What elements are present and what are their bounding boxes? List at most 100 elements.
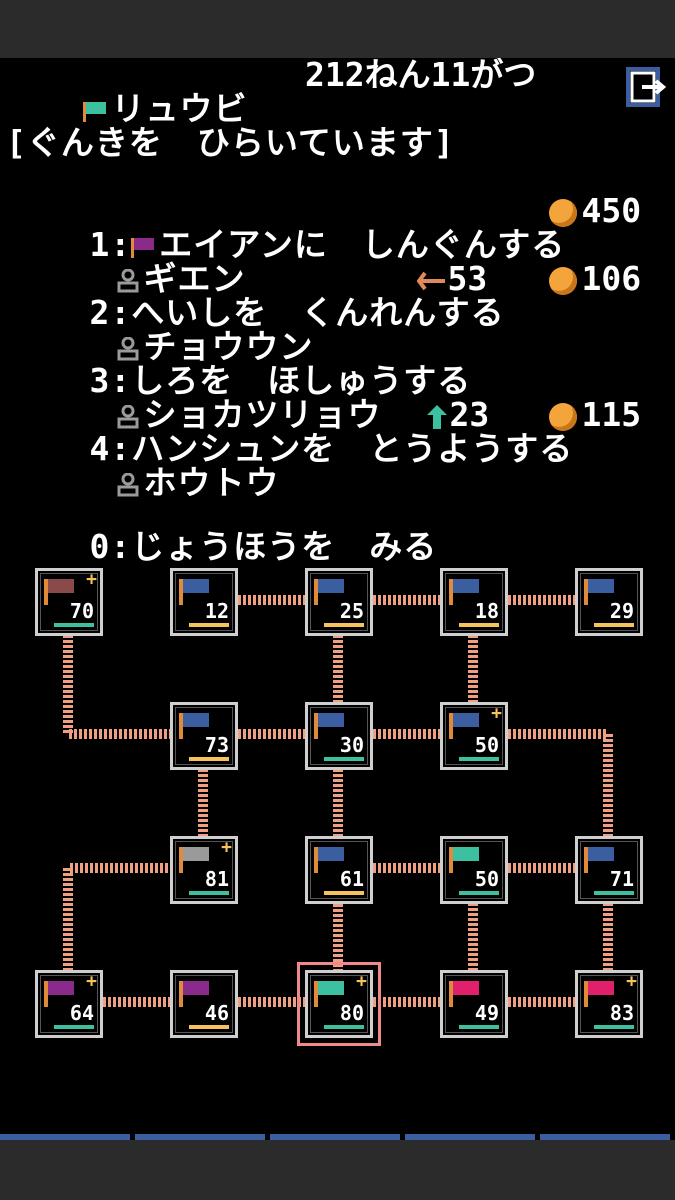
plus-icon: + [221,837,232,858]
option-1-cost: 106 [470,228,641,330]
city-node-frame [580,841,638,899]
city-node-frame [580,573,638,631]
person-icon [117,472,139,496]
enemy-flag-icon [131,237,155,258]
city-node[interactable]: 49 [440,970,508,1038]
city-node[interactable]: 46 [170,970,238,1038]
lord-name-row: リュウビ [0,58,247,160]
option-info[interactable]: 0:じょうほうを みる [89,527,438,566]
game-screen: リュウビ 212ねん11がつ [ぐんきを ひらいています] 450 1: エイア… [0,58,675,1140]
flag-icon [314,981,344,1007]
city-node[interactable]: +64 [35,970,103,1038]
option-1[interactable]: 1: エイアンに しんぐんする [89,225,566,264]
city-node[interactable]: 25 [305,568,373,636]
plus-icon: + [86,569,97,590]
command-button-1[interactable]: 1 [0,1134,130,1140]
city-bar [324,1025,364,1029]
flag-icon [44,981,74,1007]
option-4-officer: ホウトウ [34,432,279,534]
coin-icon [549,402,578,431]
flag-icon [314,847,344,873]
city-node-frame [175,975,233,1033]
gold-total: 450 [470,160,641,262]
city-value: 61 [339,867,364,891]
city-node[interactable]: 61 [305,836,373,904]
city-bar [54,1025,94,1029]
city-value: 80 [339,1001,364,1025]
city-node[interactable]: +81 [170,836,238,904]
city-bar [189,623,229,627]
flag-icon [179,847,209,873]
city-bar [459,1025,499,1029]
option-3[interactable]: 3:しろを ほしゅうする [89,361,472,400]
flag-icon [584,847,614,873]
city-node[interactable]: 30 [305,702,373,770]
city-bar [189,891,229,895]
city-bar [459,891,499,895]
flag-icon [449,981,479,1007]
city-node-frame [175,573,233,631]
plus-icon: + [356,971,367,992]
command-button-info[interactable]: 0 [540,1134,670,1140]
exit-icon[interactable] [626,65,666,109]
person-icon [117,336,139,360]
flag-icon [179,579,209,605]
city-node-frame [40,975,98,1033]
city-value: 73 [204,733,229,757]
command-button-4[interactable]: 4 [405,1134,535,1140]
city-node[interactable]: 12 [170,568,238,636]
flag-icon [314,579,344,605]
city-node[interactable]: +50 [440,702,508,770]
flag-icon [584,981,614,1007]
city-value: 71 [609,867,634,891]
city-node[interactable]: 73 [170,702,238,770]
person-icon [117,268,139,292]
city-node[interactable]: 71 [575,836,643,904]
city-bar [459,623,499,627]
city-node[interactable]: +83 [575,970,643,1038]
city-bar [459,757,499,761]
coin-icon [549,198,578,227]
selected-city-highlight [297,962,381,1046]
option-2[interactable]: 2:へいしを くんれんする [89,293,505,332]
city-node-frame [175,841,233,899]
city-bar [189,757,229,761]
city-node[interactable]: 18 [440,568,508,636]
command-button-2[interactable]: 2 [135,1134,265,1140]
status-text: [ぐんきを ひらいています] [6,123,455,162]
option-2-officer: チョウウン [34,296,313,398]
flag-icon [44,579,74,605]
city-node-frame [310,573,368,631]
flag-icon [449,713,479,739]
coin-icon [549,266,578,295]
plus-icon: + [491,703,502,724]
city-node[interactable]: 50 [440,836,508,904]
lord-name: リュウビ [111,89,248,128]
command-button-3[interactable]: 3 [270,1134,400,1140]
command-bar: 1 2 3 4 0 [0,1134,675,1140]
option-4[interactable]: 4:ハンシュンを とうようする [89,429,574,468]
city-value: 46 [204,1001,229,1025]
flag-icon [449,847,479,873]
city-node[interactable]: 29 [575,568,643,636]
city-node-frame [310,707,368,765]
arrow-up-icon [427,404,448,429]
city-node-frame [445,573,503,631]
city-value: 50 [474,733,499,757]
option-1-stat: 53 [338,228,487,330]
city-value: 83 [609,1001,634,1025]
option-3-officer: ショカツリョウ [34,364,381,466]
city-bar [54,623,94,627]
city-bar [189,1025,229,1029]
city-bar [594,1025,634,1029]
city-bar [324,891,364,895]
city-value: 12 [204,599,229,623]
city-node[interactable]: +80 [305,970,373,1038]
plus-icon: + [86,971,97,992]
city-node-frame [445,841,503,899]
flag-icon [179,713,209,739]
city-value: 49 [474,1001,499,1025]
city-node[interactable]: +70 [35,568,103,636]
city-node-frame [310,841,368,899]
option-1-officer: ギエン [34,228,245,330]
